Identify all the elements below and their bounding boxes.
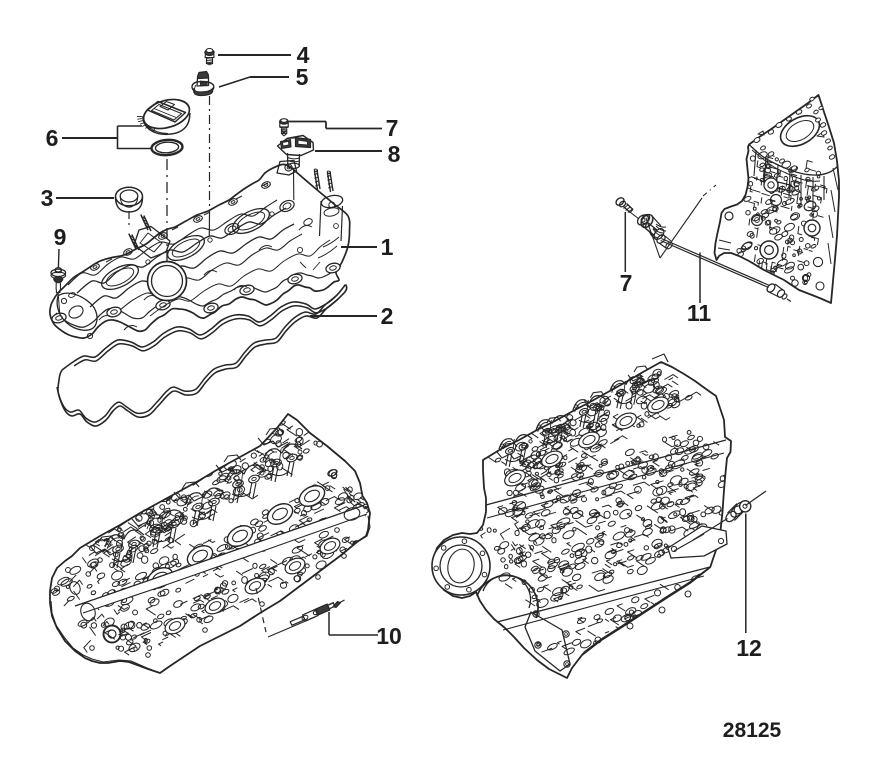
svg-text:12: 12 bbox=[736, 635, 762, 661]
svg-text:6: 6 bbox=[46, 125, 59, 151]
svg-text:3: 3 bbox=[41, 185, 54, 211]
svg-text:9: 9 bbox=[54, 224, 67, 250]
svg-text:28125: 28125 bbox=[723, 719, 782, 742]
svg-text:11: 11 bbox=[687, 300, 712, 326]
svg-text:8: 8 bbox=[388, 141, 401, 167]
svg-text:2: 2 bbox=[381, 303, 394, 329]
svg-text:7: 7 bbox=[620, 270, 633, 296]
svg-text:4: 4 bbox=[297, 42, 310, 68]
svg-text:7: 7 bbox=[386, 115, 399, 141]
svg-text:1: 1 bbox=[381, 234, 394, 260]
svg-text:10: 10 bbox=[376, 623, 402, 649]
svg-text:5: 5 bbox=[296, 64, 309, 90]
